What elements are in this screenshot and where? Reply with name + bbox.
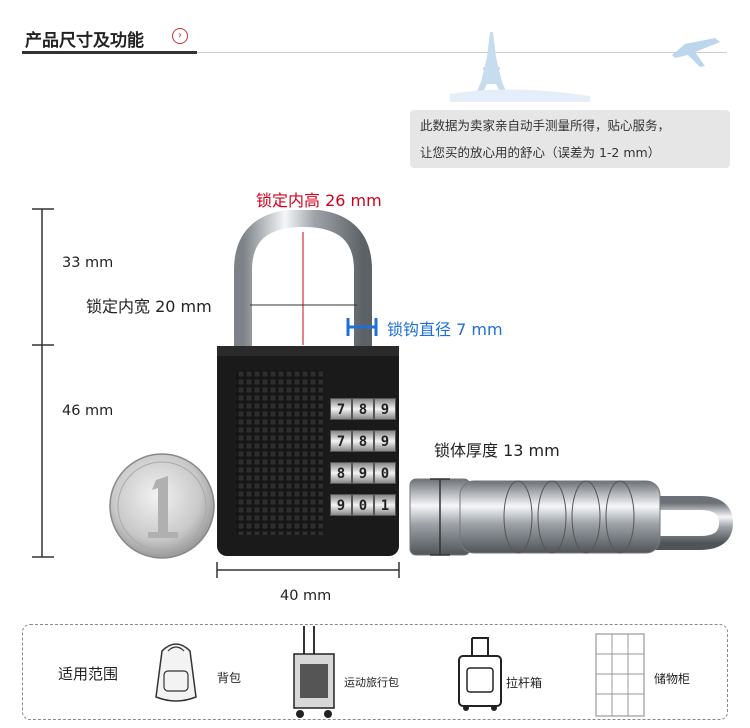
measurement-note: 此数据为卖家亲自动手测量所得，贴心服务， 让您买的放心用的舒心（误差为 1-2 … [410,110,730,168]
usage-label: 适用范围 [58,665,119,683]
usage-panel [22,624,728,720]
usage-item-trolley-case: 拉杆箱 [506,676,543,690]
inner-width-label: 锁定内宽 20 mm [86,297,212,316]
usage-item-locker: 储物柜 [654,672,691,686]
title-underline [22,51,197,54]
dial-column: 7 8 9 7 8 9 8 9 0 9 0 1 [330,398,405,516]
locker-icon [595,633,645,717]
dial-digit: 0 [374,462,396,484]
top-height-label: 33 mm [62,255,114,271]
coin-image [109,453,215,559]
diameter-marker-icon [346,318,378,336]
dial-row: 7 8 9 [330,398,405,420]
dial-digit: 9 [374,430,396,452]
backpack-icon [155,643,197,702]
dial-digit: 9 [330,494,352,516]
width-ruler [216,562,400,578]
note-line-2: 让您买的放心用的舒心（误差为 1-2 mm） [420,145,661,160]
dial-digit: 0 [352,494,374,516]
eiffel-tower-decoration-icon [450,32,720,102]
height-ruler [32,208,54,558]
body-thickness-label: 锁体厚度 13 mm [434,441,560,460]
arrow-circle-icon: › [172,28,188,44]
dial-row: 8 9 0 [330,462,405,484]
header-divider [197,52,727,53]
padlock-side-image [409,478,734,556]
usage-item-sports-bag: 运动旅行包 [344,676,399,689]
dial-digit: 7 [330,398,352,420]
section-title: 产品尺寸及功能 [25,31,144,51]
luggage-bag-icon [293,626,335,718]
dial-digit: 8 [352,430,374,452]
note-line-1: 此数据为卖家亲自动手测量所得，贴心服务， [420,118,671,133]
usage-item-backpack: 背包 [217,671,242,685]
dial-row: 9 0 1 [330,494,405,516]
dial-digit: 1 [374,494,396,516]
shackle-diameter-label: 锁钩直径 7 mm [387,320,503,339]
width-label: 40 mm [280,588,332,604]
body-height-label: 46 mm [62,403,114,419]
dial-digit: 8 [330,462,352,484]
dial-digit: 9 [352,462,374,484]
trolley-case-icon [458,637,502,711]
dial-row: 7 8 9 [330,430,405,452]
shackle-inner-height-label: 锁定内高 26 mm [256,191,382,210]
dial-digit: 7 [330,430,352,452]
dial-digit: 8 [352,398,374,420]
dial-digit: 9 [374,398,396,420]
